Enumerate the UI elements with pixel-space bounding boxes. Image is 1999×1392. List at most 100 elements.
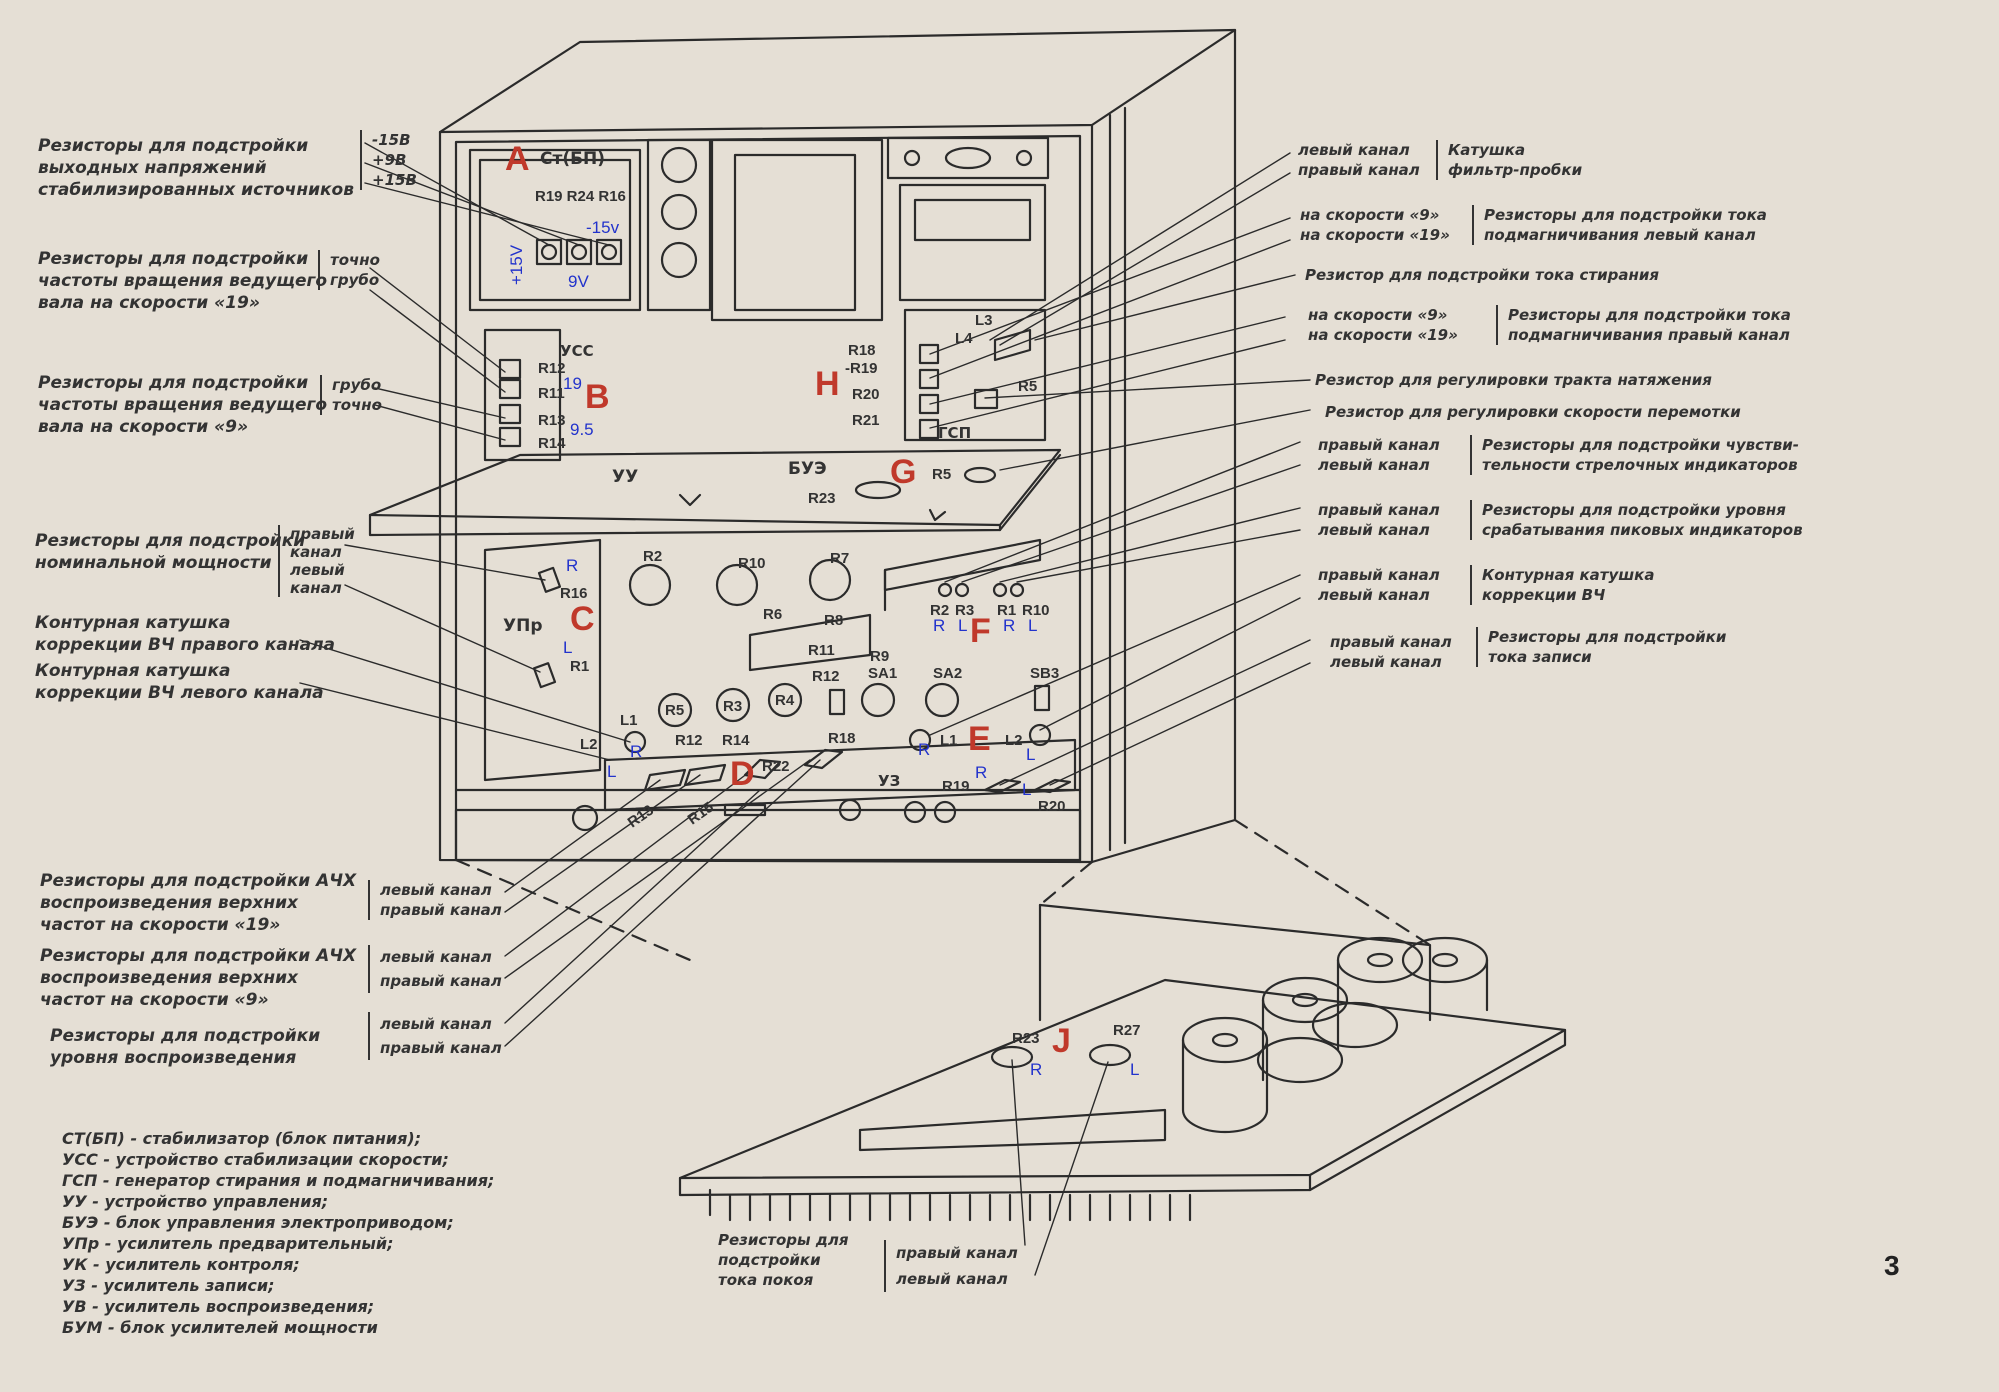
stabilizer-resistors-label: Резисторы для подстройки выходных напряж… [38,136,354,200]
part-r5-gsp: R5 [1018,378,1038,395]
part-f-r2: R2 [930,602,950,619]
part-f-r10: R10 [1022,602,1050,619]
bias-right-speeds: на скорости «9» на скорости «19» [1308,306,1458,344]
part-r7: R7 [830,550,850,567]
hf-channels: правый канал левый канал [1318,566,1440,604]
record-channels: правый канал левый канал [1330,633,1452,671]
part-f-r1: R1 [997,602,1017,619]
note-j-left: L [1130,1060,1140,1079]
part-r9: R9 [870,648,890,665]
preamp-board [483,538,1051,782]
note-f-r2: R [933,616,946,635]
left-channel-label: левый канал [290,561,345,597]
part-sb3: SB3 [1030,665,1060,682]
filter-channel-list: левый канал правый канал [1298,141,1420,179]
part-j-r23: R23 [1012,1030,1040,1047]
callout-b: B [585,378,610,416]
option-coarse: грубо [332,376,382,394]
toroid-transformers [1181,936,1489,1134]
left-channel-label: левый канал [380,881,492,899]
callout-a: A [505,140,530,178]
speed9-resistors-label: Резисторы для подстройки частоты вращени… [38,373,328,437]
hf-coil-label: Контурная катушка коррекции ВЧ [1470,565,1655,605]
legend-item: ГСП - генератор стирания и подмагничиван… [62,1171,495,1190]
voltage-minus15: -15В [372,131,411,149]
module-connection-lines [454,818,1432,962]
right-channel-label: правый канал [290,525,355,561]
transformer-stack [646,138,884,322]
part-sa1: SA1 [868,665,898,682]
part-r12b: R12 [812,668,840,685]
legend-item: СТ(БП) - стабилизатор (блок питания); [62,1129,422,1148]
stabilizer-voltage-list: -15В+9В+15В [360,130,417,190]
bias-left-speeds: на скорости «9» на скорости «19» [1300,206,1450,244]
note-e-r20-left: L [1022,780,1032,799]
note-f-r1: R [1003,616,1016,635]
block-gsp: ГСП [938,424,972,442]
voltage-plus15: +15В [372,171,417,189]
part-r12-upr: R12 [675,732,703,749]
option-fine: точно [332,396,382,414]
erase-current-label: Резистор для подстройки тока стирания [1305,266,1660,284]
afc19-resistors-label: Резисторы для подстройки АЧХ воспроизвед… [40,871,357,935]
note-r16-right: R [566,556,579,575]
part-l2-left: L2 [580,736,598,753]
part-l1-left: L1 [620,712,638,729]
part-r12: R12 [538,360,566,377]
peak-label: Резисторы для подстройки уровня срабатыв… [1470,500,1803,540]
part-l4: L4 [955,330,973,347]
legend-item: УСС - устройство стабилизации скорости; [62,1150,449,1169]
part-r18-upr: R18 [828,730,856,747]
callout-e: E [968,720,991,758]
part-sa2: SA2 [933,665,963,682]
part-r5-upr: R5 [665,702,685,719]
part-r1: R1 [570,658,590,675]
filter-plug-label: Катушка фильтр-пробки [1436,140,1582,180]
note-e-l1-right: R [918,740,931,759]
part-r3-upr: R3 [723,698,743,715]
note-f-r10: L [1028,616,1038,635]
part-r11: R11 [808,642,835,659]
block-uu: УУ [612,467,639,487]
part-r16: R16 [560,585,588,602]
sensitivity-label: Резисторы для подстройки чувстви- тельно… [1470,435,1799,475]
legend-item: БУМ - блок усилителей мощности [62,1318,378,1337]
part-r14: R14 [538,435,566,452]
note-l2-left: L [607,762,617,781]
right-coil-label: Контурная катушка коррекции ВЧ правого к… [35,613,336,655]
erase-oscillator-box [886,136,1050,442]
part-r20-uz: R20 [1038,798,1066,815]
part-h-r21: R21 [852,412,880,429]
callout-h: H [815,365,840,403]
note-e-l2-left: L [1026,745,1036,764]
speed9-options: грубо точно [320,375,382,415]
left-channel-label: левый канал [380,948,492,966]
leader-lines [299,142,1311,1276]
part-l2-right: L2 [1005,732,1023,749]
note-f-r3: L [958,616,968,635]
note-e-r19-right: R [975,763,988,782]
part-r6: R6 [763,606,783,623]
part-l1-right: L1 [940,732,958,749]
right-channel-label: правый канал [380,1039,502,1057]
part-r14-upr: R14 [722,732,750,749]
control-shelf [368,448,1062,537]
part-r8: R8 [824,612,844,629]
bias-right-label: Резисторы для подстройки тока подмагничи… [1496,305,1791,345]
recording-amp-board [571,723,1077,832]
part-g-r5: R5 [932,466,952,483]
part-g-r23: R23 [808,490,836,507]
tension-resistor-label: Резистор для регулировки тракта натяжени… [1315,371,1712,389]
part-h-r19: -R19 [845,360,878,377]
block-st: Ст(БП) [540,149,606,169]
speed19-resistors-label: Резисторы для подстройки частоты вращени… [38,249,328,313]
legend-item: УВ - усилитель воспроизведения; [62,1297,375,1316]
idle-channel-list: правый канал левый канал [884,1240,1018,1292]
peak-channels: правый канал левый канал [1318,501,1440,539]
part-h-r18: R18 [848,342,876,359]
right-channel-label: правый канал [380,901,502,919]
power-amp-module [678,903,1567,1222]
